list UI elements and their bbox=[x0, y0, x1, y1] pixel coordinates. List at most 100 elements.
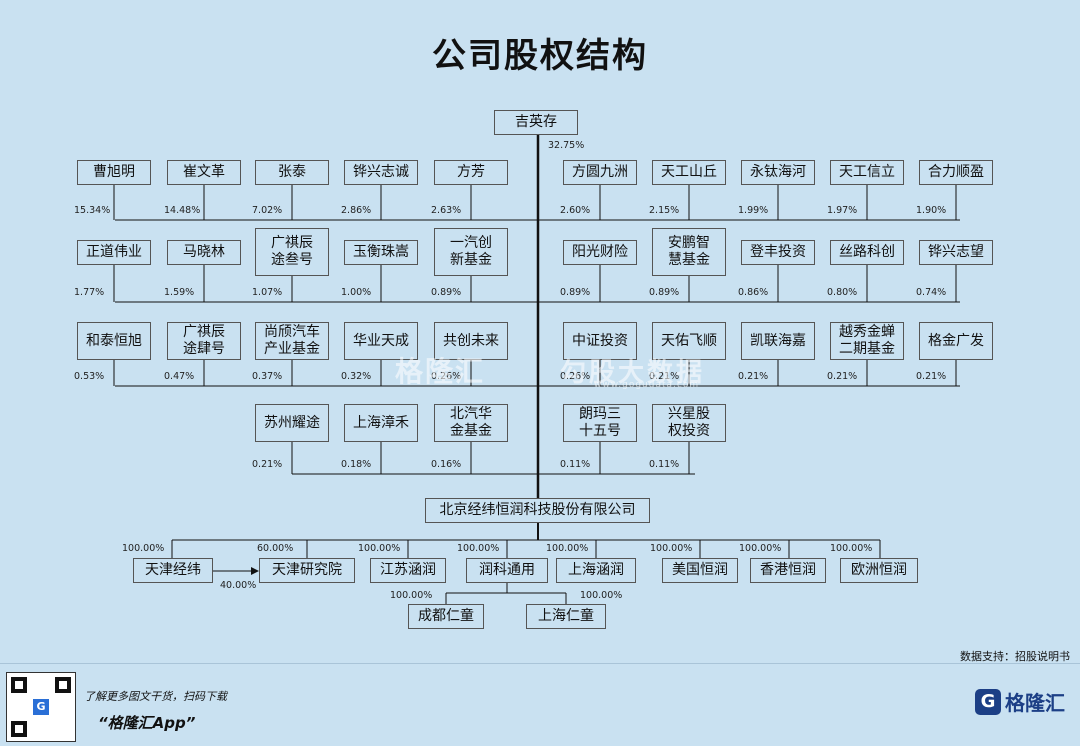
shareholder-box: 上海漳禾 bbox=[344, 404, 418, 442]
shareholder-box: 华业天成 bbox=[344, 322, 418, 360]
shareholder-pct: 0.80% bbox=[827, 287, 858, 298]
subsidiary-box: 江苏涵润 bbox=[370, 558, 446, 583]
shareholder-pct: 0.89% bbox=[431, 287, 462, 298]
shareholder-pct: 7.02% bbox=[252, 205, 283, 216]
shareholder-box: 越秀金蝉 二期基金 bbox=[830, 322, 904, 360]
shareholder-box: 铧兴志望 bbox=[919, 240, 993, 265]
shareholder-pct: 0.21% bbox=[252, 459, 283, 470]
subsidiary-box: 香港恒润 bbox=[750, 558, 826, 583]
shareholder-box: 马晓林 bbox=[167, 240, 241, 265]
shareholder-box: 格金广发 bbox=[919, 322, 993, 360]
shareholder-pct: 1.07% bbox=[252, 287, 283, 298]
shareholder-pct: 0.37% bbox=[252, 371, 283, 382]
shareholder-box: 凯联海嘉 bbox=[741, 322, 815, 360]
subsidiary-pct: 100.00% bbox=[457, 543, 500, 554]
subsidiary-pct: 60.00% bbox=[257, 543, 294, 554]
shareholder-pct: 0.11% bbox=[649, 459, 680, 470]
subsidiary-pct: 100.00% bbox=[122, 543, 165, 554]
shareholder-pct: 2.15% bbox=[649, 205, 680, 216]
tianjin-to-institute-pct: 40.00% bbox=[220, 580, 257, 591]
shareholder-pct: 0.53% bbox=[74, 371, 105, 382]
qr-logo-icon: G bbox=[33, 699, 49, 715]
shareholder-pct: 2.63% bbox=[431, 205, 462, 216]
qr-code[interactable]: G bbox=[6, 672, 76, 742]
shareholder-pct: 0.18% bbox=[341, 459, 372, 470]
data-source-note: 数据支持：招股说明书 bbox=[960, 650, 1070, 663]
subsidiary-box: 天津研究院 bbox=[259, 558, 355, 583]
shareholder-pct: 1.97% bbox=[827, 205, 858, 216]
shareholder-pct: 0.21% bbox=[738, 371, 769, 382]
shareholder-box: 共创未来 bbox=[434, 322, 508, 360]
shareholder-box: 安鹏智 慧基金 bbox=[652, 228, 726, 276]
subsidiary-pct: 100.00% bbox=[830, 543, 873, 554]
shareholder-box: 方圆九洲 bbox=[563, 160, 637, 185]
shareholder-box: 合力顺盈 bbox=[919, 160, 993, 185]
shareholder-box: 阳光财险 bbox=[563, 240, 637, 265]
shareholder-pct: 0.21% bbox=[649, 371, 680, 382]
shareholder-pct: 0.26% bbox=[560, 371, 591, 382]
shareholder-box: 登丰投资 bbox=[741, 240, 815, 265]
shareholder-pct: 0.47% bbox=[164, 371, 195, 382]
subsidiary-box: 美国恒润 bbox=[662, 558, 738, 583]
shareholder-pct: 0.32% bbox=[341, 371, 372, 382]
shareholder-pct: 1.77% bbox=[74, 287, 105, 298]
subsidiary-pct: 100.00% bbox=[650, 543, 693, 554]
subsidiary-box: 润科通用 bbox=[466, 558, 548, 583]
shareholder-box: 中证投资 bbox=[563, 322, 637, 360]
shareholder-box: 广祺辰 途叁号 bbox=[255, 228, 329, 276]
shareholder-box: 兴星股 权投资 bbox=[652, 404, 726, 442]
shareholder-pct: 1.99% bbox=[738, 205, 769, 216]
shareholder-box: 天佑飞顺 bbox=[652, 322, 726, 360]
shareholder-pct: 0.21% bbox=[827, 371, 858, 382]
shareholder-pct: 1.90% bbox=[916, 205, 947, 216]
shareholder-box: 广祺辰 途肆号 bbox=[167, 322, 241, 360]
logo-g-icon: G bbox=[975, 688, 1001, 715]
shareholder-box: 正道伟业 bbox=[77, 240, 151, 265]
shareholder-box: 尚颀汽车 产业基金 bbox=[255, 322, 329, 360]
subsidiary-pct: 100.00% bbox=[546, 543, 589, 554]
shareholder-pct: 2.86% bbox=[341, 205, 372, 216]
shareholder-box: 天工信立 bbox=[830, 160, 904, 185]
shareholder-box: 丝路科创 bbox=[830, 240, 904, 265]
shareholder-pct: 0.11% bbox=[560, 459, 591, 470]
page-title: 公司股权结构 bbox=[432, 36, 648, 76]
watermark-slogan: 勾股大数据 bbox=[560, 358, 706, 388]
shareholder-box: 铧兴志诚 bbox=[344, 160, 418, 185]
shareholder-pct: 15.34% bbox=[74, 205, 111, 216]
company-box: 北京经纬恒润科技股份有限公司 bbox=[425, 498, 650, 523]
footer-bar bbox=[0, 663, 1080, 746]
shareholder-box: 和泰恒旭 bbox=[77, 322, 151, 360]
shareholder-pct: 14.48% bbox=[164, 205, 201, 216]
shareholder-box: 朗玛三 十五号 bbox=[563, 404, 637, 442]
subsidiary-pct: 100.00% bbox=[739, 543, 782, 554]
brand-logo: G 格隆汇 bbox=[975, 687, 1065, 716]
shareholder-box: 张泰 bbox=[255, 160, 329, 185]
shareholder-pct: 0.26% bbox=[431, 371, 462, 382]
shareholder-box: 北汽华 金基金 bbox=[434, 404, 508, 442]
shareholder-pct: 0.16% bbox=[431, 459, 462, 470]
shareholder-box: 方芳 bbox=[434, 160, 508, 185]
shareholder-box: 曹旭明 bbox=[77, 160, 151, 185]
grandchild-pct: 100.00% bbox=[580, 590, 623, 601]
shareholder-box: 天工山丘 bbox=[652, 160, 726, 185]
root-pct: 32.75% bbox=[548, 140, 585, 151]
shareholder-box: 一汽创 新基金 bbox=[434, 228, 508, 276]
shareholder-box: 崔文革 bbox=[167, 160, 241, 185]
shareholder-box: 永钛海河 bbox=[741, 160, 815, 185]
logo-text: 格隆汇 bbox=[1005, 691, 1065, 715]
shareholder-pct: 0.89% bbox=[649, 287, 680, 298]
promo-text: 了解更多图文干货，扫码下载 bbox=[84, 690, 227, 703]
shareholder-pct: 2.60% bbox=[560, 205, 591, 216]
subsidiary-box: 天津经纬 bbox=[133, 558, 213, 583]
shareholder-pct: 0.74% bbox=[916, 287, 947, 298]
app-name: “格隆汇App” bbox=[98, 714, 196, 732]
watermark-brand: 格隆汇 bbox=[395, 355, 486, 388]
shareholder-pct: 1.59% bbox=[164, 287, 195, 298]
shareholder-pct: 0.89% bbox=[560, 287, 591, 298]
shareholder-pct: 0.86% bbox=[738, 287, 769, 298]
shareholder-pct: 0.21% bbox=[916, 371, 947, 382]
watermark-url: www.gogudata.com bbox=[594, 380, 700, 390]
subsidiary-pct: 100.00% bbox=[358, 543, 401, 554]
grandchild-box: 成都仁童 bbox=[408, 604, 484, 629]
